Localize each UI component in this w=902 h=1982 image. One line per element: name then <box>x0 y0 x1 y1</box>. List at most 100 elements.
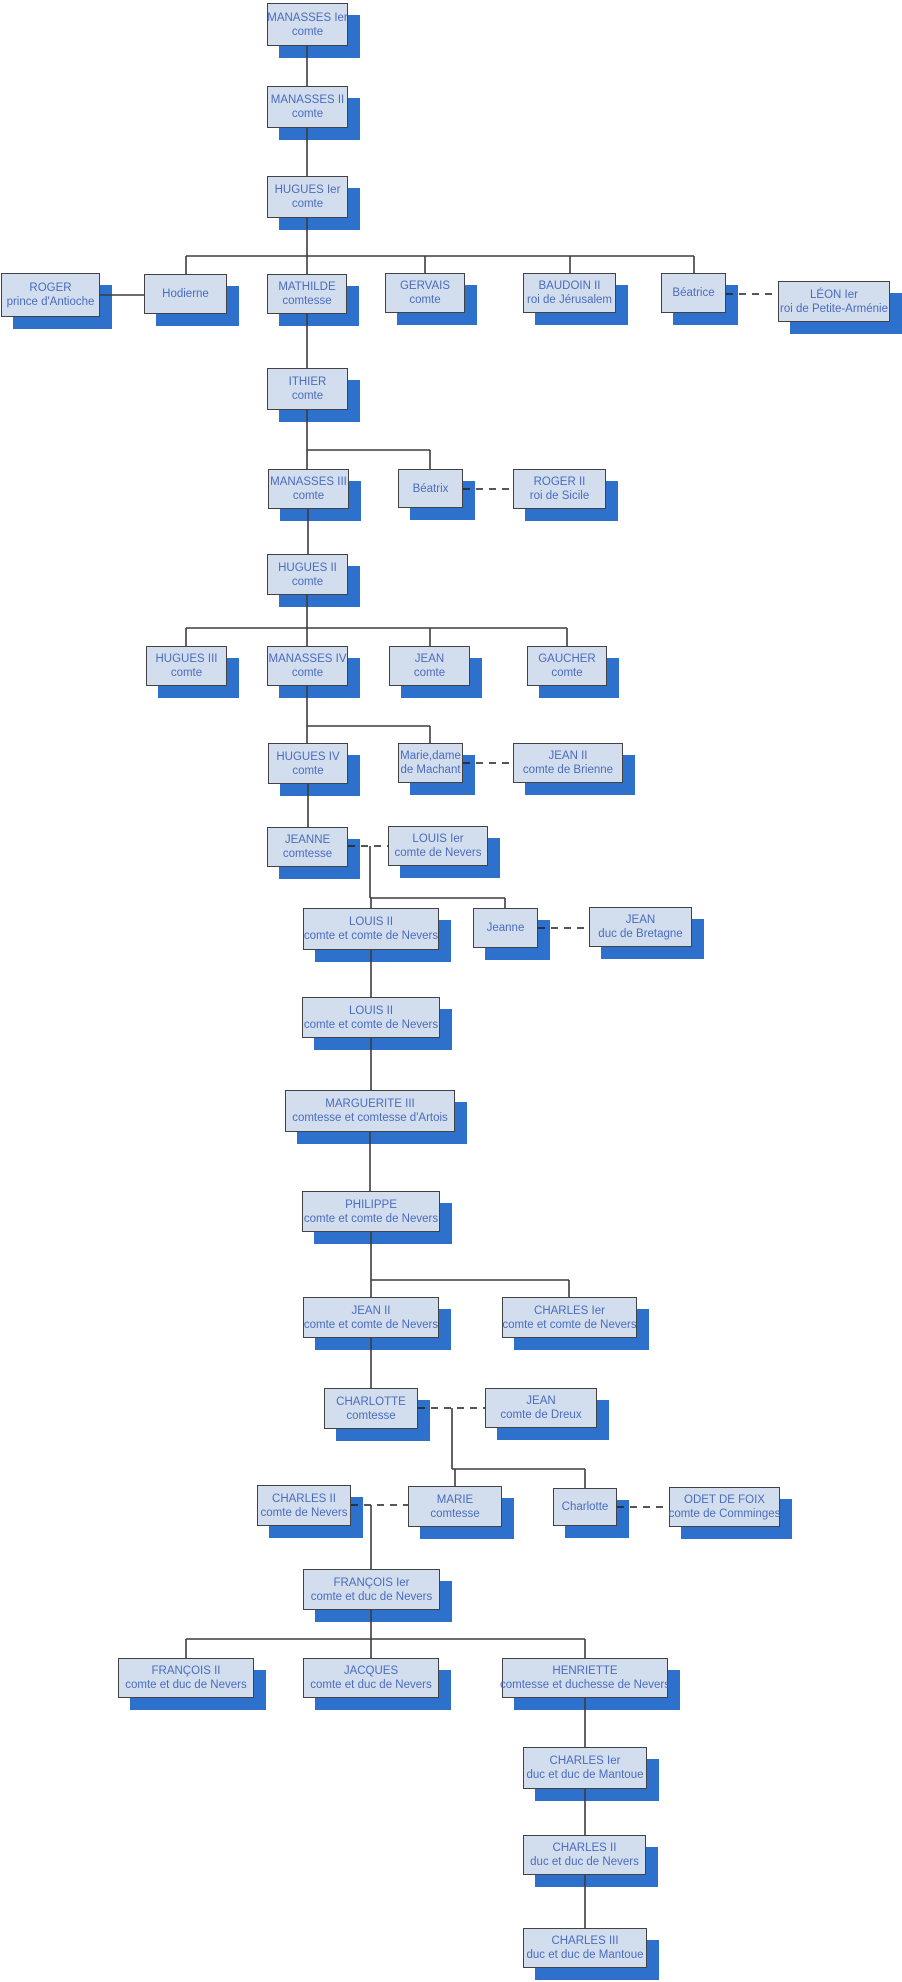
person-title: comte de Brienne <box>522 764 614 776</box>
person-node-jeanne-comtesse[interactable]: JEANNE comtesse <box>267 827 348 867</box>
person-name: JEAN <box>526 1395 556 1407</box>
person-name: HUGUES III <box>155 653 218 665</box>
person-title: roi de Sicile <box>529 490 590 502</box>
person-name: CHARLES Ier <box>534 1304 605 1317</box>
person-title: comtesse et comtesse d'Artois <box>292 1112 448 1124</box>
person-name: JEANNE <box>284 834 331 846</box>
person-title: roi de Petite-Arménie <box>779 302 889 315</box>
person-node-jean-2-brienne[interactable]: JEAN II comte de Brienne <box>513 743 623 783</box>
person-node-hugues-3[interactable]: HUGUES III comte <box>146 646 227 686</box>
person-name: GAUCHER <box>538 653 596 665</box>
person-title: comte <box>291 198 324 210</box>
person-title: comte et comte de Nevers <box>303 1212 439 1225</box>
person-title: comte <box>551 667 583 679</box>
person-title: comtesse <box>430 1507 480 1520</box>
person-name: PHILIPPE <box>345 1198 397 1211</box>
person-title: roi de Jérusalem <box>526 294 612 306</box>
person-node-louis-2-a[interactable]: LOUIS II comte et comte de Nevers <box>303 908 439 950</box>
person-name: CHARLES Ier <box>549 1755 621 1767</box>
person-name: CHARLES III <box>551 1935 619 1947</box>
person-title: comte et duc de Nevers <box>310 1679 432 1691</box>
person-node-charlotte-2[interactable]: Charlotte <box>553 1488 617 1526</box>
person-title: duc et duc de Nevers <box>530 1856 639 1868</box>
person-name: MANASSES II <box>270 94 345 106</box>
person-node-marguerite-3[interactable]: MARGUERITE III comtesse et comtesse d'Art… <box>285 1090 455 1132</box>
person-name: Béatrice <box>672 287 715 299</box>
person-title: comte <box>170 667 203 679</box>
person-name: LOUIS II <box>348 916 394 928</box>
person-name: CHARLES II <box>552 1842 617 1854</box>
person-name: HUGUES II <box>278 561 337 574</box>
person-title: comte et duc de Nevers <box>125 1679 247 1691</box>
person-node-charles-2-duc[interactable]: CHARLES II duc et duc de Nevers <box>523 1835 646 1875</box>
person-name: JEAN II <box>548 750 588 762</box>
person-node-charles-3-mantoue[interactable]: CHARLES III duc et duc de Mantoue <box>523 1928 647 1968</box>
person-name: ROGER II <box>533 476 586 488</box>
person-name: JEAN II <box>351 1304 391 1317</box>
person-title: duc et duc de Mantoue <box>526 1949 644 1961</box>
person-title: prince d'Antioche <box>6 296 95 308</box>
person-title: comte <box>292 764 324 777</box>
person-title: comte et comte de Nevers <box>303 1018 439 1031</box>
person-name: Béatrix <box>412 482 449 495</box>
person-title: comte et comte de Nevers <box>303 1318 439 1331</box>
person-title: comte et comte de Nevers <box>502 1318 637 1331</box>
person-node-jeanne-bretagne[interactable]: Jeanne <box>473 908 538 948</box>
person-name: Charlotte <box>561 1501 609 1513</box>
person-node-beatrix[interactable]: Béatrix <box>398 469 463 508</box>
person-node-beatrice[interactable]: Béatrice <box>661 273 726 313</box>
person-node-roger-2[interactable]: ROGER II roi de Sicile <box>513 469 606 509</box>
person-name: ITHIER <box>288 376 327 388</box>
person-title: comte de Nevers <box>260 1506 348 1519</box>
person-node-jacques[interactable]: JACQUES comte et duc de Nevers <box>303 1658 439 1698</box>
person-node-gaucher[interactable]: GAUCHER comte <box>527 646 607 686</box>
person-name: MARGUERITE III <box>325 1098 415 1110</box>
person-name: JACQUES <box>343 1665 399 1677</box>
person-name: HUGUES IV <box>276 750 340 763</box>
person-name: Hodierne <box>162 288 209 300</box>
person-name: Jeanne <box>486 922 525 934</box>
person-name: CHARLOTTE <box>336 1395 406 1408</box>
person-title: comte <box>291 667 324 679</box>
person-node-hodierne[interactable]: Hodierne <box>144 274 227 314</box>
person-title: comte <box>291 575 324 588</box>
person-title: comtesse <box>282 848 333 860</box>
person-title: comtesse et duchesse de Nevers <box>499 1679 671 1691</box>
person-name: JEAN <box>625 914 656 926</box>
person-title: comte et comte de Nevers <box>303 930 439 942</box>
person-name: ODET DE FOIX <box>684 1494 765 1506</box>
person-name: Marie,dame <box>400 750 461 762</box>
person-title: comte <box>413 667 446 679</box>
